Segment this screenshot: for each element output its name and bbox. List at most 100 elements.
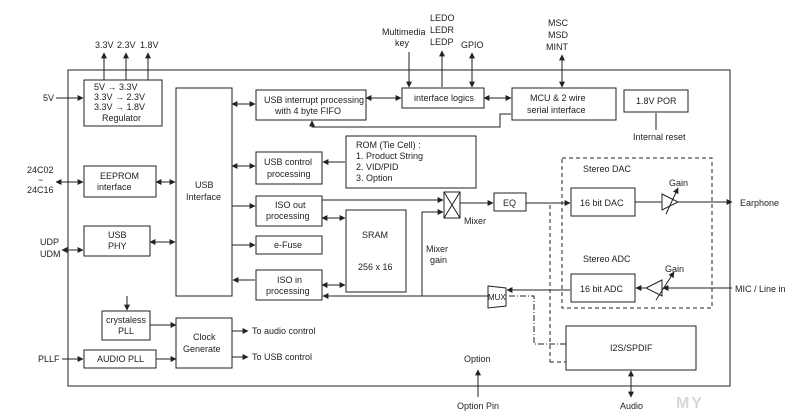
- mixer-gain-line-1: Mixer: [426, 244, 448, 254]
- iso-in-line-1: ISO in: [277, 275, 302, 285]
- option-pin-label: Option Pin: [457, 401, 499, 411]
- pin-multimedia-label: Multimedia: [382, 27, 426, 37]
- dac-block: [570, 187, 636, 217]
- stereo-dac-label: Stereo DAC: [583, 164, 632, 174]
- crystaless-line-1: crystaless: [106, 315, 147, 325]
- internal-reset-label: Internal reset: [633, 132, 686, 142]
- gain-dac-label: Gain: [669, 178, 688, 188]
- por-label: 1.8V POR: [636, 96, 677, 106]
- mixer-gain-line-2: gain: [430, 255, 447, 265]
- rom-line-2: 1. Product String: [356, 151, 423, 161]
- iso-in-block: [255, 269, 323, 301]
- pin-pllf-label: PLLF: [38, 354, 60, 364]
- mixer-label: Mixer: [464, 216, 486, 226]
- audio-label: Audio: [620, 401, 643, 411]
- pin-1v8-label: 1.8V: [140, 40, 159, 50]
- por-block: [623, 89, 689, 113]
- eeprom-line-1: EEPROM: [100, 171, 139, 181]
- eq-block: [493, 192, 527, 212]
- gain-adc-label: Gain: [665, 264, 684, 274]
- usb-int-line-1: USB interrupt processing: [264, 95, 364, 105]
- usb-phy-line-1: USB: [108, 230, 127, 240]
- to-audio-control-label: To audio control: [252, 326, 316, 336]
- usb-interface-block: [175, 87, 233, 297]
- pin-gpio-label: GPIO: [461, 40, 484, 50]
- usb-interface-line-2: Interface: [186, 192, 221, 202]
- mux-label: MUX: [488, 293, 506, 302]
- stereo-adc-label: Stereo ADC: [583, 254, 631, 264]
- mcu-line-2: serial interface: [527, 105, 586, 115]
- mixer-cross-2: [443, 191, 461, 219]
- regulator-line-3: 3.3V → 1.8V: [94, 102, 145, 112]
- mic-line-in-label: MIC / Line in: [735, 284, 786, 294]
- rom-line-3: 2. VID/PID: [356, 162, 399, 172]
- sram-line-2: 256 x 16: [358, 262, 393, 272]
- usb-int-line-2: with 4 byte FIFO: [274, 106, 341, 116]
- mcu-line-1: MCU & 2 wire: [530, 93, 586, 103]
- adc-block: [570, 273, 636, 303]
- link-mcu-int-feedback: [309, 113, 511, 128]
- pin-2v3-label: 2.3V: [117, 40, 136, 50]
- pin-3v3-label: 3.3V: [95, 40, 114, 50]
- to-usb-control-label: To USB control: [252, 352, 312, 362]
- pin-msd-label: MSD: [548, 30, 569, 40]
- rom-line-4: 3. Option: [356, 173, 393, 183]
- crystaless-pll-block: [101, 310, 151, 341]
- iso-in-line-2: processing: [266, 286, 310, 296]
- adc-label: 16 bit ADC: [580, 284, 624, 294]
- iso-out-block: [255, 195, 323, 227]
- clock-generate-block: [175, 317, 233, 369]
- sram-line-1: SRAM: [362, 230, 388, 240]
- pin-24c16-label: 24C16: [27, 185, 54, 195]
- clock-line-2: Generate: [183, 344, 221, 354]
- sram-block: [345, 209, 407, 293]
- iso-out-line-2: processing: [266, 211, 310, 221]
- mux-block: [487, 285, 507, 309]
- pin-24c02-label: 24C02: [27, 165, 54, 175]
- stereo-audio-region: [561, 157, 713, 309]
- usb-interface-line-1: USB: [195, 180, 214, 190]
- pin-5v-label: 5V: [43, 93, 54, 103]
- earphone-label: Earphone: [740, 198, 779, 208]
- clock-line-1: Clock: [193, 332, 216, 342]
- regulator-line-1: 5V → 3.3V: [94, 82, 138, 92]
- crystaless-line-2: PLL: [118, 326, 134, 336]
- interface-logics-label: interface logics: [414, 93, 475, 103]
- pin-mint-label: MINT: [546, 42, 568, 52]
- rom-line-1: ROM (Tie Cell) :: [356, 140, 421, 150]
- iso-out-line-1: ISO out: [275, 200, 306, 210]
- adc-gain-amp: [644, 279, 663, 297]
- efuse-block: [255, 235, 323, 255]
- watermark-logo: MY: [676, 395, 704, 412]
- pin-udm-label: UDM: [40, 249, 61, 259]
- i2s-spdif-label: I2S/SPDIF: [610, 343, 653, 353]
- mcu-serial-block: [511, 87, 617, 121]
- regulator-block: [83, 79, 163, 127]
- usb-phy-line-2: PHY: [108, 241, 127, 251]
- pin-ledp-label: LEDP: [430, 37, 454, 47]
- usb-control-block: [255, 151, 323, 185]
- pin-24c-sep: ~: [38, 175, 43, 185]
- regulator-line-2: 3.3V → 2.3V: [94, 92, 145, 102]
- audio-pll-label: AUDIO PLL: [97, 354, 144, 364]
- usb-phy-block: [83, 225, 151, 257]
- eq-label: EQ: [503, 198, 516, 208]
- pin-ledo-label: LEDO: [430, 13, 455, 23]
- dac-gain-arrow: [665, 187, 679, 215]
- usb-ctrl-line-2: processing: [267, 169, 311, 179]
- pin-msc-label: MSC: [548, 18, 569, 28]
- option-label: Option: [464, 354, 491, 364]
- usb-interrupt-block: [255, 89, 367, 121]
- rom-block: [345, 135, 477, 189]
- pin-udp-label: UDP: [40, 237, 59, 247]
- eeprom-line-2: interface: [97, 182, 132, 192]
- i2s-spdif-block: [565, 325, 697, 371]
- efuse-label: e-Fuse: [274, 240, 302, 250]
- link-i2s-mux: [507, 295, 566, 345]
- pin-ledr-label: LEDR: [430, 25, 455, 35]
- pin-key-label: key: [395, 38, 410, 48]
- usb-ctrl-line-1: USB control: [264, 157, 312, 167]
- dac-label: 16 bit DAC: [580, 198, 624, 208]
